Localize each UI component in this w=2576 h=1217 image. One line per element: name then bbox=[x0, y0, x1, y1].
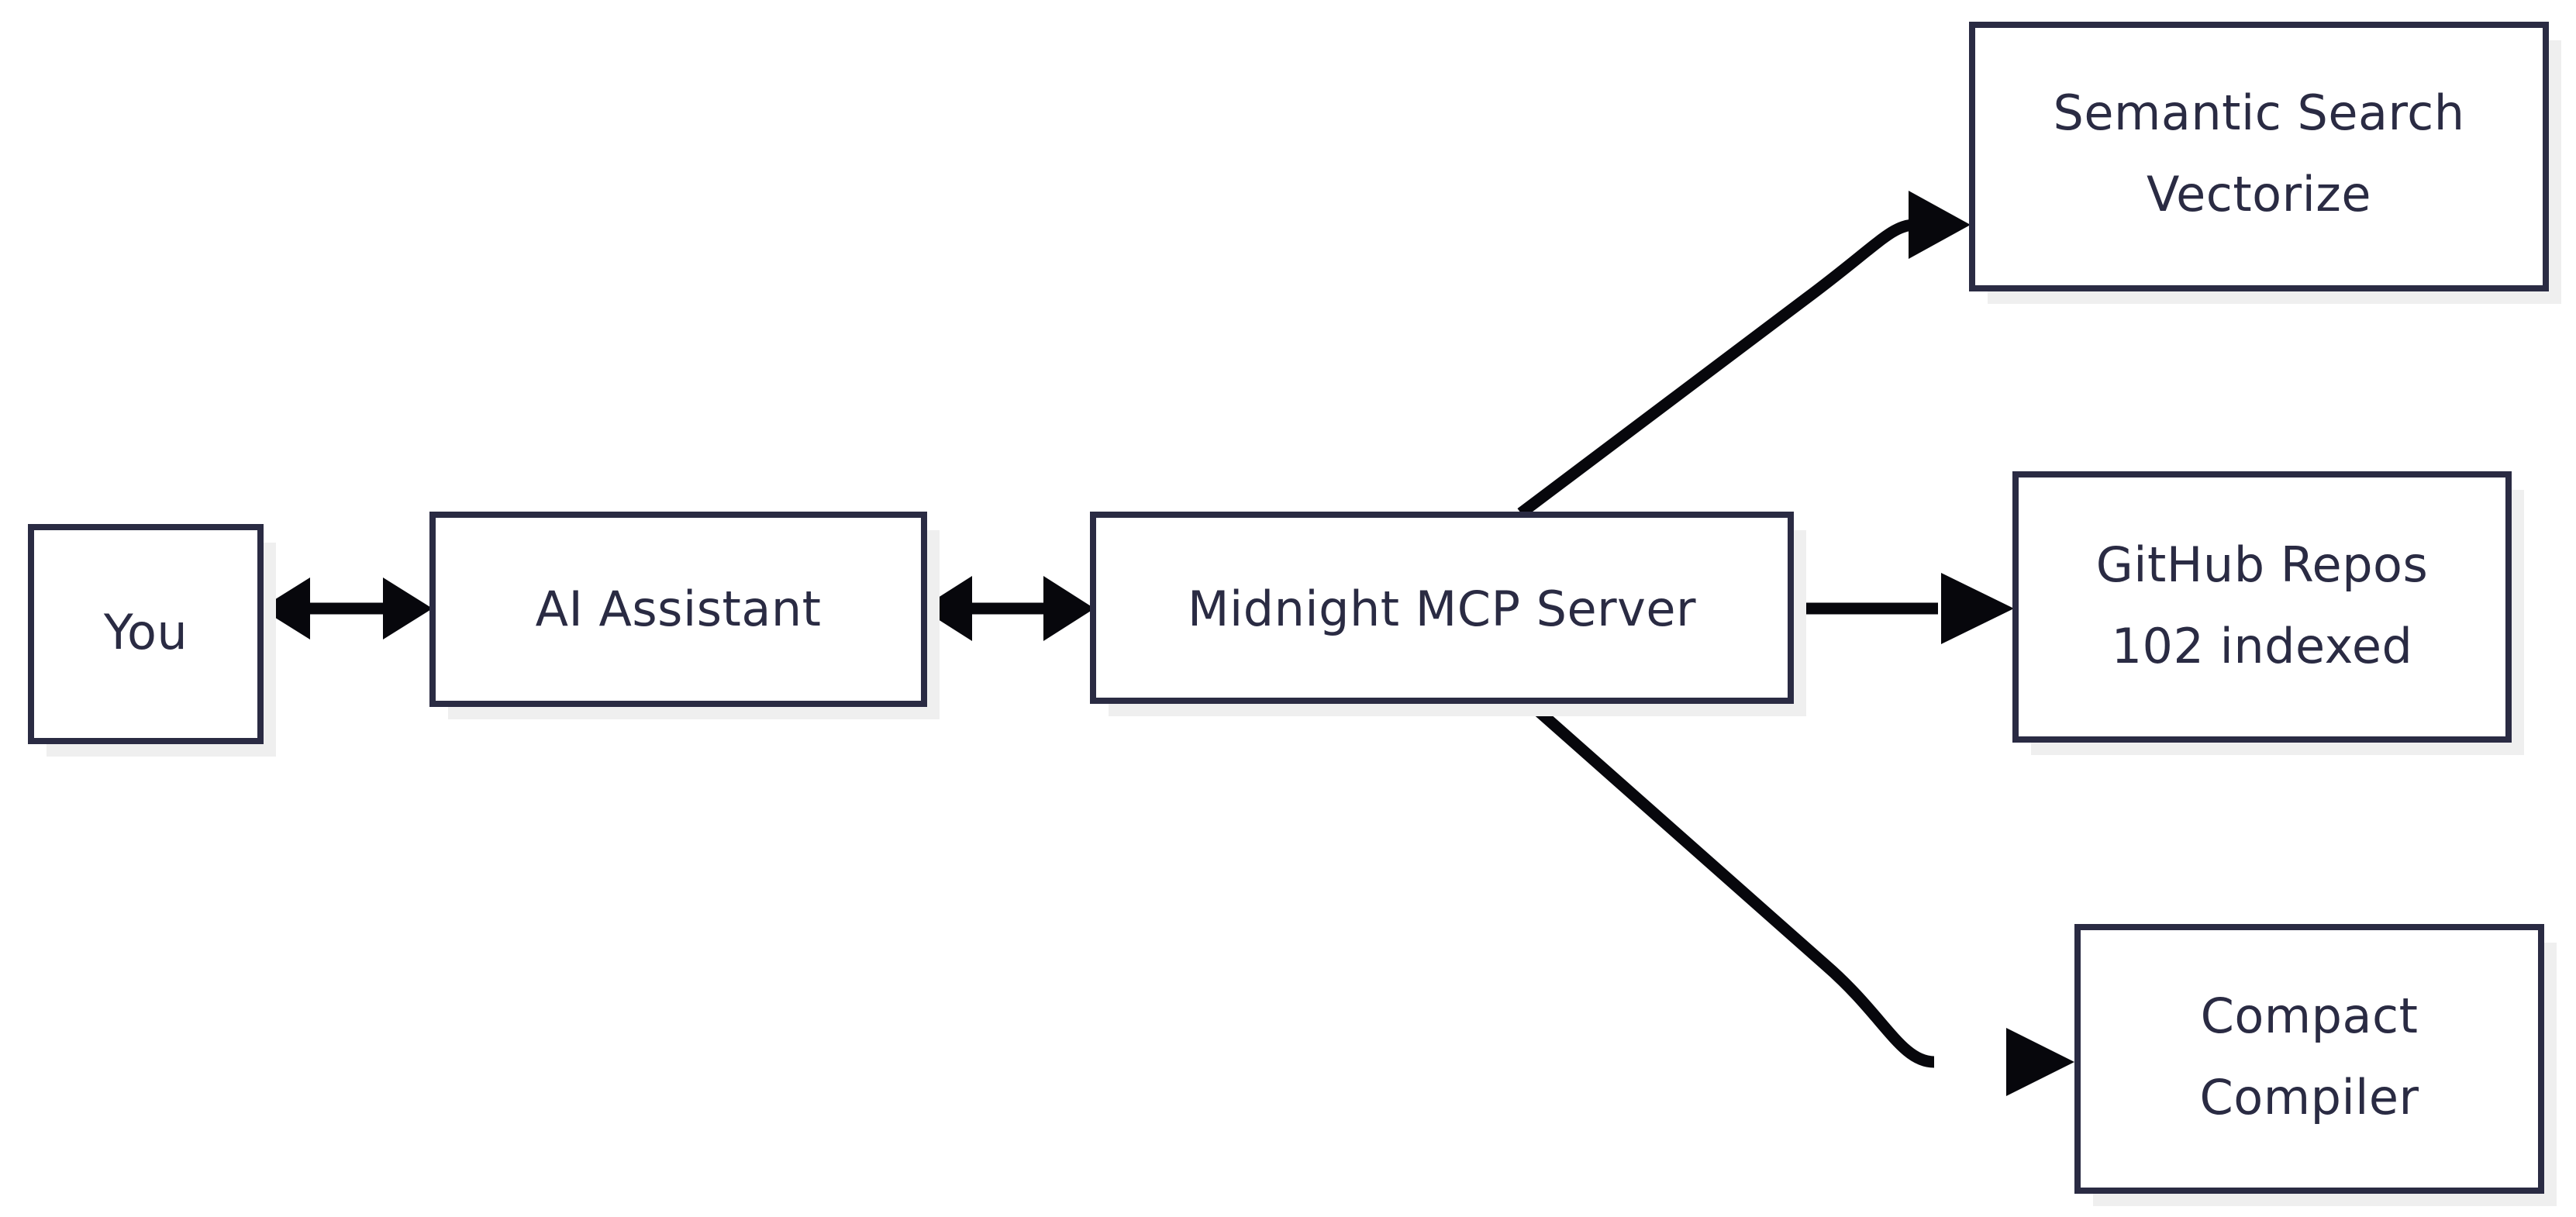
edge-you-ai-assistant-arrowhead-right bbox=[383, 577, 433, 640]
node-github-repos-label-line2: 102 indexed bbox=[2112, 618, 2413, 674]
node-midnight-mcp-server-box[interactable] bbox=[1090, 512, 1794, 704]
node-ai-assistant[interactable]: AI Assistant bbox=[429, 512, 940, 719]
edge-mcp-server-github-repos bbox=[1791, 573, 2014, 644]
node-compact-compiler-label-line1: Compact bbox=[2201, 988, 2419, 1044]
edge-mcp-server-semantic-search-path bbox=[1517, 219, 1916, 518]
node-compact-compiler[interactable]: Compact Compiler bbox=[2074, 924, 2557, 1206]
node-semantic-search-box[interactable] bbox=[1969, 22, 2549, 291]
node-github-repos-label-line1: GitHub Repos bbox=[2096, 536, 2429, 593]
node-ai-assistant-label: AI Assistant bbox=[536, 581, 822, 637]
node-midnight-mcp-server-label: Midnight MCP Server bbox=[1188, 581, 1696, 637]
node-semantic-search-label-line1: Semantic Search bbox=[2053, 84, 2464, 141]
node-github-repos-box[interactable] bbox=[2012, 471, 2512, 743]
node-you-label: You bbox=[103, 604, 188, 660]
edge-ai-assistant-mcp-server-arrowhead-right bbox=[1043, 576, 1095, 641]
node-midnight-mcp-server[interactable]: Midnight MCP Server bbox=[1090, 512, 1806, 716]
edge-mcp-server-semantic-search-arrowhead bbox=[1909, 191, 1971, 259]
node-compact-compiler-label-line2: Compiler bbox=[2199, 1069, 2419, 1126]
edge-you-ai-assistant bbox=[260, 577, 433, 640]
edge-mcp-server-semantic-search bbox=[1517, 191, 1971, 518]
node-github-repos[interactable]: GitHub Repos 102 indexed bbox=[2012, 471, 2524, 755]
node-ai-assistant-box[interactable] bbox=[429, 512, 927, 707]
edge-mcp-server-github-repos-arrowhead bbox=[1941, 573, 2014, 644]
edge-ai-assistant-mcp-server-arrowhead-left bbox=[921, 576, 972, 641]
node-semantic-search-label-line2: Vectorize bbox=[2147, 166, 2371, 222]
edge-mcp-server-compact-compiler bbox=[1519, 693, 2074, 1096]
edge-mcp-server-compact-compiler-path bbox=[1519, 693, 1935, 1068]
node-you[interactable]: You bbox=[28, 524, 276, 757]
edge-mcp-server-compact-compiler-arrowhead bbox=[2006, 1028, 2074, 1096]
edge-you-ai-assistant-arrowhead-left bbox=[260, 577, 310, 640]
edge-ai-assistant-mcp-server bbox=[921, 576, 1095, 641]
node-compact-compiler-box[interactable] bbox=[2074, 924, 2544, 1194]
node-semantic-search[interactable]: Semantic Search Vectorize bbox=[1969, 22, 2561, 304]
node-you-box[interactable] bbox=[28, 524, 264, 744]
